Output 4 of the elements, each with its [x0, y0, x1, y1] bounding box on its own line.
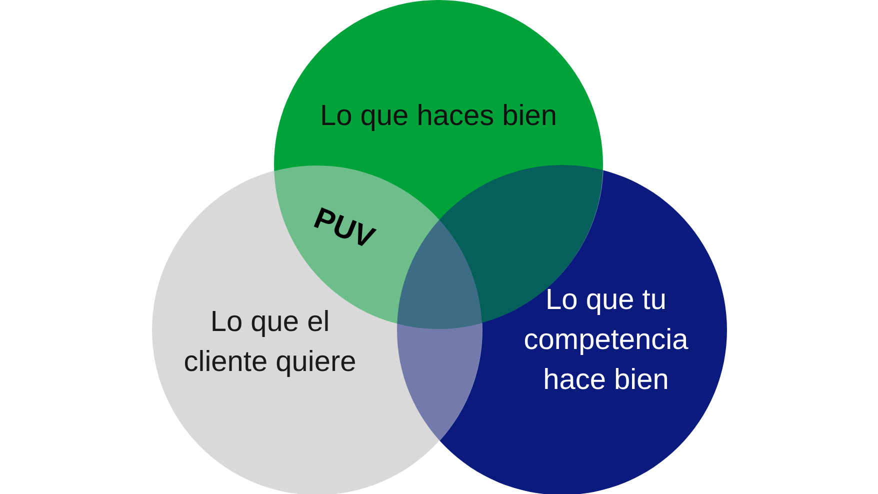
circle-label: Lo que haces bien	[318, 99, 558, 134]
overlap-label: PUV	[310, 204, 378, 254]
circle-label: Lo que tu competencia hace bien	[522, 283, 690, 398]
circle-label: Lo que el cliente quiere	[182, 305, 358, 380]
